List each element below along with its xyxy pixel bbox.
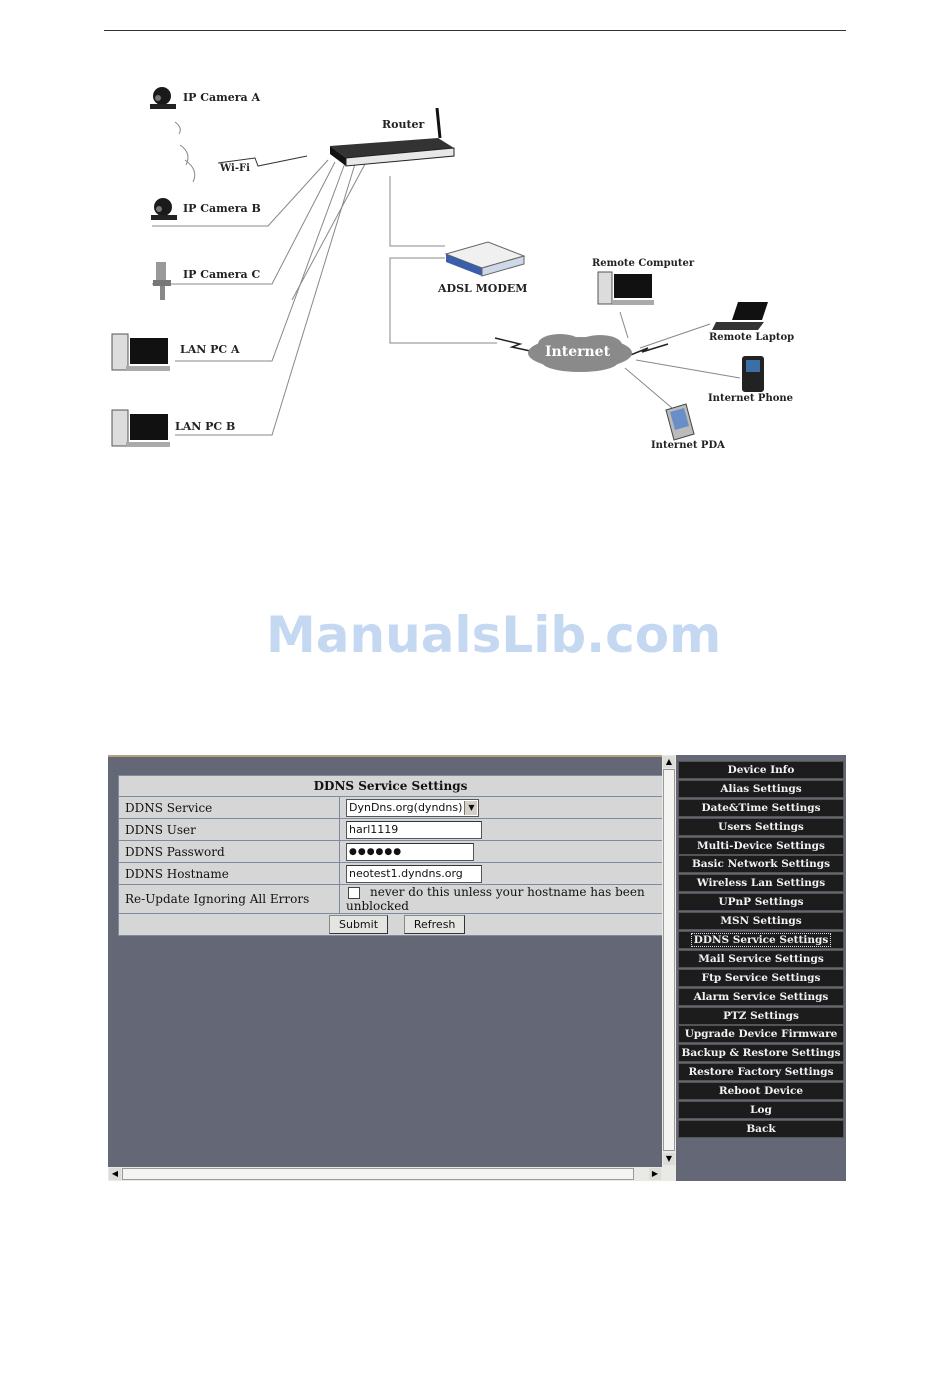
nav-multi-device-settings[interactable]: Multi-Device Settings	[678, 836, 844, 855]
scroll-up-icon[interactable]: ▲	[663, 756, 675, 768]
network-diagram: Router Wi-Fi IP Camera A IP Camera B IP …	[0, 0, 950, 470]
ddns-service-select[interactable]: DynDns.org(dyndns) ▼	[346, 798, 480, 817]
ddns-password-label: DDNS Password	[118, 840, 340, 863]
header-rule	[104, 30, 846, 31]
browser-window: DDNS Service Settings DDNS Service DynDn…	[108, 755, 846, 1181]
scroll-down-icon[interactable]: ▼	[663, 1153, 675, 1165]
router-icon	[330, 107, 455, 167]
ddns-user-cell: harl1119	[339, 818, 663, 841]
lan-pc-a-label: LAN PC A	[180, 343, 240, 356]
frame-top-border	[108, 755, 676, 757]
nav-reboot-device[interactable]: Reboot Device	[678, 1082, 844, 1101]
laptop-icon	[712, 302, 768, 330]
reupdate-label: Re-Update Ignoring All Errors	[118, 884, 340, 914]
chevron-down-icon[interactable]: ▼	[464, 800, 478, 815]
nav-log[interactable]: Log	[678, 1101, 844, 1120]
nav-upnp-settings[interactable]: UPnP Settings	[678, 893, 844, 912]
nav-msn-settings[interactable]: MSN Settings	[678, 912, 844, 931]
remote-computer-icon	[597, 271, 654, 305]
ddns-user-input[interactable]: harl1119	[346, 820, 482, 839]
scroll-right-icon[interactable]: ▶	[649, 1168, 661, 1180]
nav-ptz-settings[interactable]: PTZ Settings	[678, 1006, 844, 1025]
nav-alarm-service-settings[interactable]: Alarm Service Settings	[678, 987, 844, 1006]
modem-icon	[444, 241, 526, 277]
ddns-hostname-cell: neotest1.dyndns.org	[339, 862, 663, 885]
ddns-password-input[interactable]: ●●●●●●	[346, 842, 474, 861]
button-row: Submit Refresh	[118, 913, 663, 936]
ddns-password-cell: ●●●●●●	[339, 840, 663, 863]
camera-b-label: IP Camera B	[183, 202, 261, 215]
wifi-label: Wi-Fi	[220, 163, 250, 174]
ddns-settings-table: DDNS Service Settings DDNS Service DynDn…	[118, 775, 663, 936]
nav-wireless-lan-settings[interactable]: Wireless Lan Settings	[678, 874, 844, 893]
nav-datetime-settings[interactable]: Date&Time Settings	[678, 798, 844, 817]
submit-button[interactable]: Submit	[329, 915, 389, 934]
lan-pc-a-icon	[111, 333, 170, 371]
vertical-scroll-thumb[interactable]	[663, 769, 675, 1151]
nav-basic-network-settings[interactable]: Basic Network Settings	[678, 855, 844, 874]
camera-c-icon	[153, 262, 171, 300]
ddns-hostname-input[interactable]: neotest1.dyndns.org	[346, 864, 482, 883]
internet-cloud	[528, 334, 632, 372]
refresh-button[interactable]: Refresh	[403, 915, 466, 934]
nav-device-info[interactable]: Device Info	[678, 761, 844, 779]
internet-label: Internet	[545, 344, 611, 360]
reupdate-cell: never do this unless your hostname has b…	[339, 884, 663, 914]
ddns-service-label: DDNS Service	[118, 796, 340, 819]
nav-ddns-service-settings[interactable]: DDNS Service Settings	[678, 931, 844, 950]
modem-label: ADSL MODEM	[438, 282, 528, 295]
watermark: ManualsLib.com	[266, 606, 722, 664]
camera-c-label: IP Camera C	[183, 268, 261, 281]
ddns-user-label: DDNS User	[118, 818, 340, 841]
nav-users-settings[interactable]: Users Settings	[678, 817, 844, 836]
ddns-title: DDNS Service Settings	[118, 775, 663, 797]
nav-backup-restore-settings[interactable]: Backup & Restore Settings	[678, 1044, 844, 1063]
horizontal-scroll-thumb[interactable]	[122, 1168, 634, 1180]
vertical-scrollbar[interactable]: ▲ ▼	[662, 755, 676, 1167]
camera-a-label: IP Camera A	[183, 91, 261, 104]
nav-ftp-service-settings[interactable]: Ftp Service Settings	[678, 968, 844, 987]
ddns-service-cell: DynDns.org(dyndns) ▼	[339, 796, 663, 819]
camera-a-icon	[150, 87, 176, 109]
nav-upgrade-device-firmware[interactable]: Upgrade Device Firmware	[678, 1025, 844, 1044]
settings-menu: Device Info Alias Settings Date&Time Set…	[678, 761, 844, 1139]
reupdate-note: never do this unless your hostname has b…	[346, 885, 645, 913]
pda-icon	[665, 403, 695, 441]
lan-pc-b-icon	[111, 409, 170, 447]
remote-computer-label: Remote Computer	[592, 258, 695, 269]
horizontal-scrollbar[interactable]: ◀ ▶	[108, 1167, 676, 1181]
ddns-service-value: DynDns.org(dyndns)	[349, 800, 463, 814]
lan-pc-b-label: LAN PC B	[175, 420, 236, 433]
camera-b-icon	[151, 198, 177, 220]
scroll-left-icon[interactable]: ◀	[109, 1168, 121, 1180]
internet-pda-label: Internet PDA	[651, 440, 725, 451]
nav-mail-service-settings[interactable]: Mail Service Settings	[678, 949, 844, 968]
nav-restore-factory-settings[interactable]: Restore Factory Settings	[678, 1063, 844, 1082]
router-label: Router	[382, 118, 425, 131]
phone-icon	[742, 356, 764, 392]
remote-laptop-label: Remote Laptop	[709, 332, 795, 343]
reupdate-checkbox[interactable]	[348, 886, 360, 899]
nav-back[interactable]: Back	[678, 1119, 844, 1138]
ddns-hostname-label: DDNS Hostname	[118, 862, 340, 885]
main-pane: DDNS Service Settings DDNS Service DynDn…	[108, 757, 663, 1169]
nav-alias-settings[interactable]: Alias Settings	[678, 779, 844, 798]
diagram-lines	[111, 87, 768, 447]
internet-phone-label: Internet Phone	[708, 393, 794, 404]
